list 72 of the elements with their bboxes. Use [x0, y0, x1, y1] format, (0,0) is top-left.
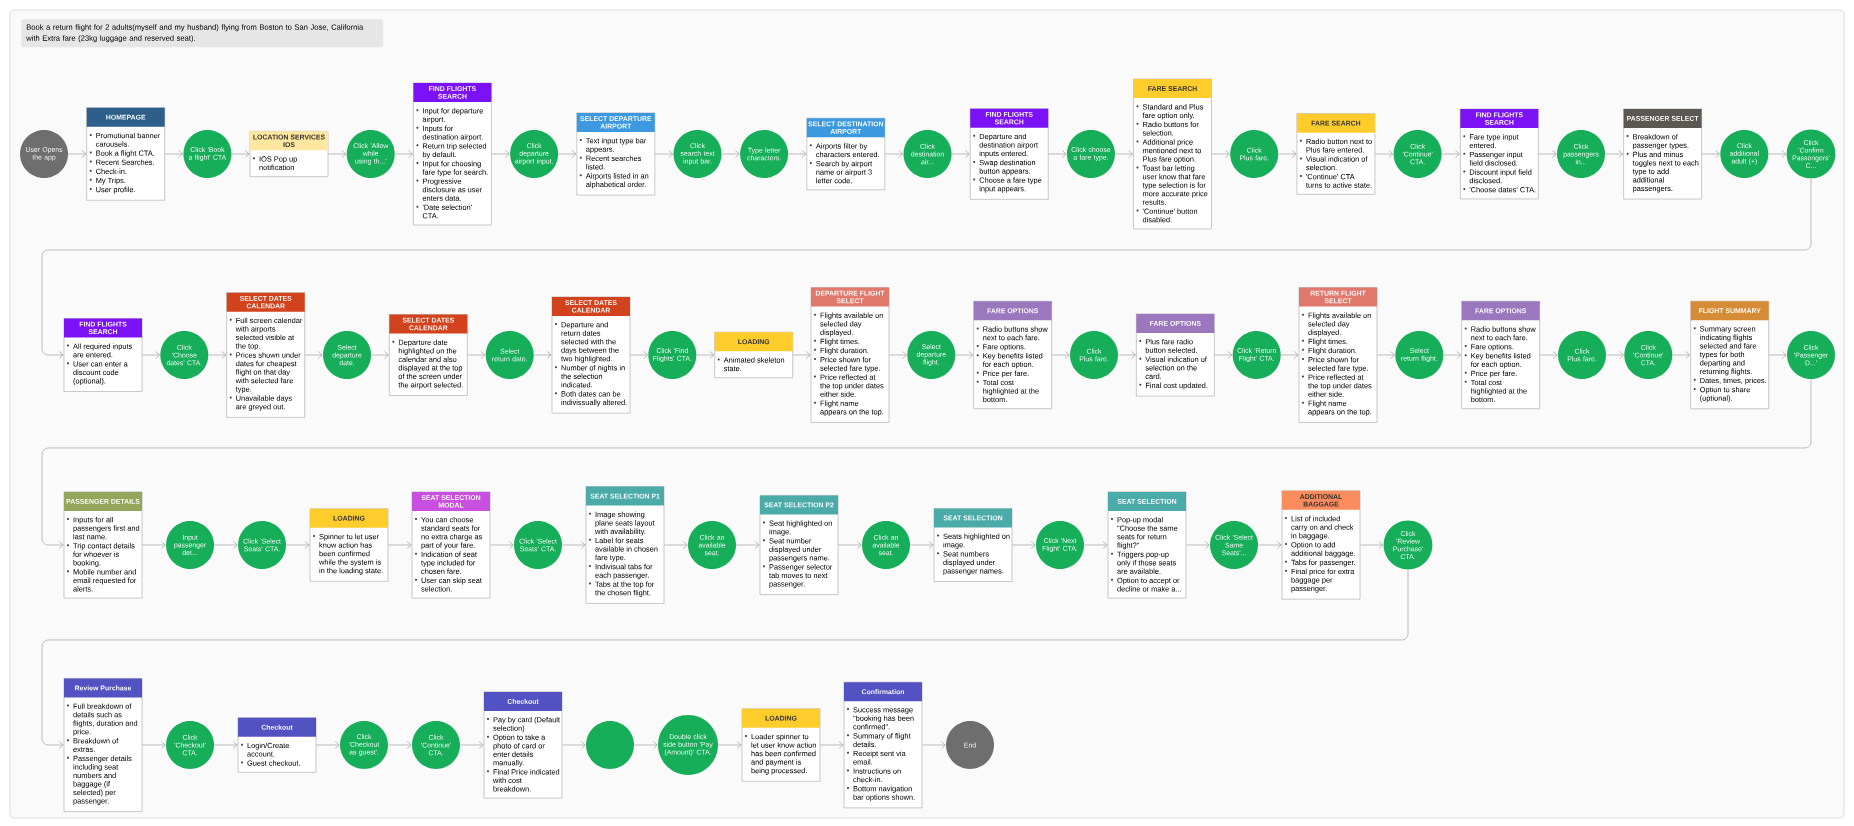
arrow	[533, 351, 552, 359]
arrow	[1278, 150, 1297, 158]
arrow	[1605, 351, 1624, 359]
arrow	[285, 541, 310, 549]
arrow	[735, 541, 760, 549]
arrow	[888, 351, 907, 359]
arrow	[1185, 541, 1210, 549]
arrow	[951, 150, 970, 158]
arrow	[1280, 351, 1299, 359]
arrow	[387, 541, 412, 549]
arrow	[1376, 351, 1395, 359]
arrow	[633, 741, 658, 749]
arrow	[1604, 150, 1624, 158]
arrow	[141, 741, 166, 749]
arrow	[1117, 351, 1136, 359]
arrow	[654, 150, 674, 158]
arrow	[231, 150, 250, 158]
arrow	[1114, 150, 1134, 158]
arrow	[491, 150, 510, 158]
arrow	[837, 541, 862, 549]
arrow	[467, 351, 486, 359]
arrow	[315, 741, 340, 749]
arrow	[208, 351, 227, 359]
arrow	[717, 741, 742, 749]
arrow	[561, 741, 586, 749]
arrow	[213, 741, 238, 749]
arrow	[884, 150, 904, 158]
arrow	[141, 351, 160, 359]
arrow	[1051, 351, 1070, 359]
arrow	[489, 541, 514, 549]
action-circle	[586, 721, 634, 769]
arrow	[1374, 150, 1394, 158]
arrow	[1011, 541, 1036, 549]
arrow	[41, 378, 1812, 549]
arrow	[1672, 351, 1691, 359]
arrow	[909, 541, 934, 549]
arrow	[164, 150, 184, 158]
arrow	[1211, 150, 1230, 158]
arrow	[327, 150, 347, 158]
arrow	[1701, 150, 1720, 158]
arrow	[1083, 541, 1108, 549]
arrow	[459, 741, 484, 749]
arrow	[663, 541, 688, 549]
arrow	[819, 741, 844, 749]
arrow	[1048, 150, 1067, 158]
arrow	[141, 541, 166, 549]
arrow	[1359, 541, 1384, 549]
arrow	[67, 150, 87, 158]
arrow	[370, 351, 389, 359]
arrow	[955, 351, 974, 359]
arrow	[629, 351, 648, 359]
arrow	[1538, 150, 1557, 158]
arrow	[1441, 150, 1460, 158]
arrow	[1214, 351, 1233, 359]
arrow	[1443, 351, 1462, 359]
arrow	[721, 150, 740, 158]
arrow	[1768, 150, 1787, 158]
arrow	[41, 178, 1812, 359]
arrow	[792, 351, 811, 359]
arrow	[304, 351, 323, 359]
arrow	[921, 741, 946, 749]
arrow	[394, 150, 413, 158]
arrow	[1768, 351, 1787, 359]
arrow	[561, 541, 586, 549]
arrow	[696, 351, 715, 359]
arrow	[1257, 541, 1282, 549]
arrow	[557, 150, 577, 158]
arrow	[787, 150, 807, 158]
arrow	[41, 569, 1409, 749]
arrow	[387, 741, 412, 749]
arrow	[1539, 351, 1558, 359]
arrow	[213, 541, 238, 549]
